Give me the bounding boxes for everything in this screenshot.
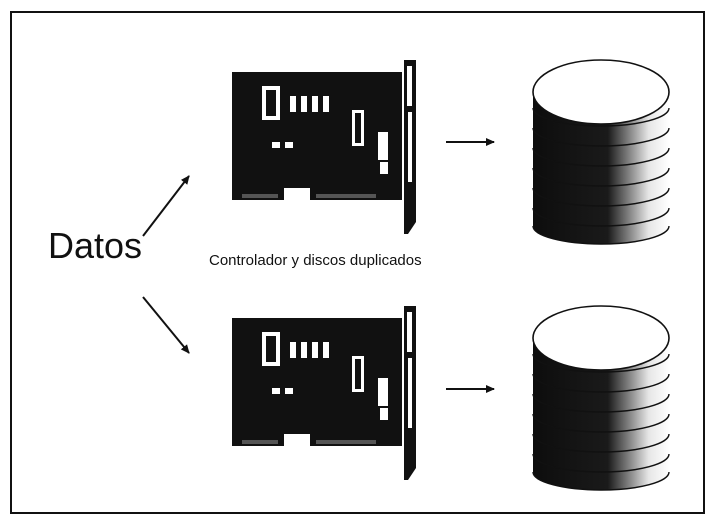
- disk-stack-icon: [532, 305, 670, 491]
- diagram-frame: [10, 11, 705, 514]
- branch-arrow-bottom: [142, 296, 190, 354]
- controller-card-icon: [232, 306, 416, 480]
- disk-stack-icon: [532, 59, 670, 245]
- diagram-caption: Controlador y discos duplicados: [209, 252, 422, 269]
- branch-arrow-top: [142, 175, 190, 237]
- source-label: Datos: [48, 225, 143, 266]
- controller-card-icon: [232, 60, 416, 234]
